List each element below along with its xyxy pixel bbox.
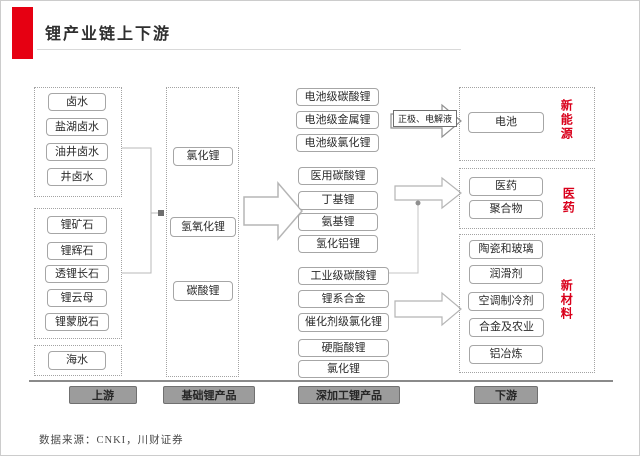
chain-node: 硬脂酸锂: [298, 339, 389, 357]
chain-node: 锂矿石: [47, 216, 107, 234]
figure-title: 锂产业链上下游: [45, 26, 172, 43]
chain-node: 电池级氯化锂: [296, 134, 379, 152]
chain-node: 碳酸锂: [173, 281, 233, 301]
connector-industrial-to-pharma: [389, 203, 419, 274]
chain-node: 氨基锂: [298, 213, 378, 231]
stage-axis-line: [29, 380, 613, 382]
basic-products-group: [166, 87, 239, 377]
chain-node: 锂云母: [47, 289, 107, 307]
arrow-basic-to-deep: [243, 180, 303, 242]
chain-node: 氢化铝锂: [298, 235, 378, 253]
chain-node: 陶瓷和玻璃: [469, 240, 543, 259]
connector-junction-square: [158, 210, 164, 216]
stage-label-deep-products: 深加工锂产品: [298, 386, 400, 404]
chain-node: 氯化锂: [298, 360, 389, 378]
chain-node: 锂蒙脱石: [45, 313, 109, 331]
chain-node: 油井卤水: [46, 143, 108, 161]
chain-node: 盐湖卤水: [46, 118, 108, 136]
connector-upstream-bracket: [122, 147, 164, 274]
chain-node: 医用碳酸锂: [298, 167, 378, 185]
chain-node: 氯化锂: [173, 147, 233, 166]
category-label-pharma: 医药: [561, 187, 576, 215]
chain-node: 工业级碳酸锂: [298, 267, 389, 285]
chain-node: 铝冶炼: [469, 345, 543, 364]
chain-node: 电池: [468, 112, 544, 133]
chain-node: 医药: [469, 177, 543, 196]
category-label-new-materials: 新材料: [559, 279, 574, 321]
title-accent-bar: [12, 7, 33, 59]
chain-node: 海水: [48, 351, 106, 370]
data-source-note: 数据来源：CNKI，川财证券: [39, 435, 184, 446]
chain-node: 锂系合金: [298, 290, 389, 308]
stage-label-upstream: 上游: [69, 386, 137, 404]
title-divider: [37, 49, 461, 50]
upstream-group-brine: [34, 87, 122, 197]
chain-node: 催化剂级氯化锂: [298, 313, 389, 332]
chain-node: 电池级金属锂: [296, 111, 379, 129]
chain-node: 氢氧化锂: [170, 217, 236, 237]
category-label-new-energy: 新能源: [559, 99, 574, 141]
arrow-deep-to-materials: [394, 291, 462, 327]
chain-node: 井卤水: [47, 168, 107, 186]
chain-node: 空调制冷剂: [468, 292, 544, 311]
upstream-group-seawater: [34, 345, 122, 376]
connector-junction-dot: [415, 200, 421, 206]
chain-node: 电池级碳酸锂: [296, 88, 379, 106]
chain-node: 润滑剂: [469, 265, 543, 284]
arrow-deep-to-pharma: [394, 176, 462, 210]
chain-node: 聚合物: [469, 200, 543, 219]
chain-node: 卤水: [48, 93, 106, 111]
chain-node: 锂辉石: [47, 242, 107, 260]
battery-arrow-annotation: 正极、电解液: [393, 110, 457, 127]
chain-node: 透锂长石: [45, 265, 109, 283]
chain-node: 丁基锂: [298, 191, 378, 210]
upstream-group-ore: [34, 208, 122, 339]
stage-label-downstream: 下游: [474, 386, 538, 404]
chain-node: 合金及农业: [469, 318, 544, 337]
stage-label-basic-products: 基础锂产品: [163, 386, 255, 404]
